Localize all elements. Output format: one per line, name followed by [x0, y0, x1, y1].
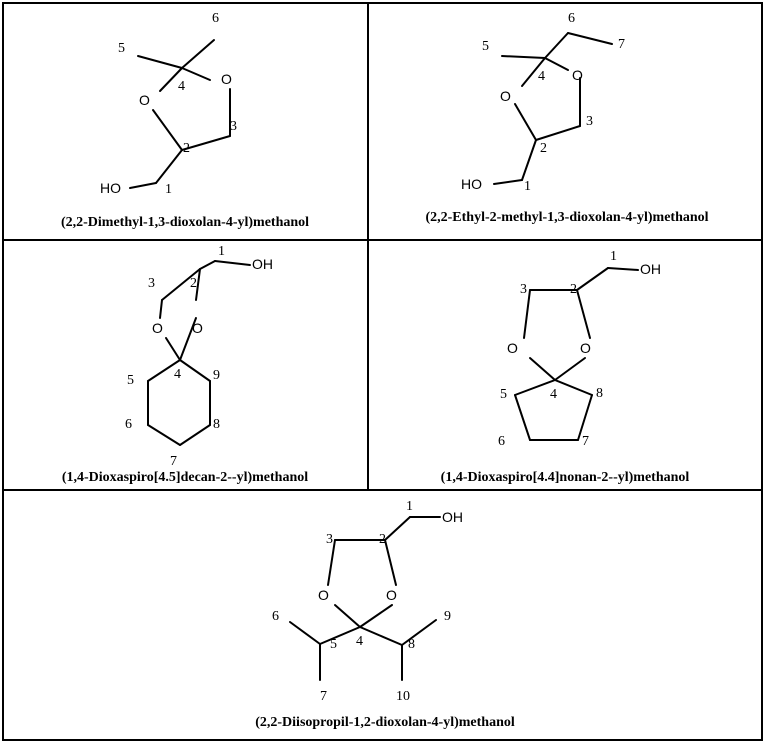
panel-1-bonds — [129, 39, 231, 189]
p3-atom-oh: OH — [252, 256, 273, 272]
p5-label-5: 5 — [330, 637, 337, 652]
p1-label-4: 4 — [178, 79, 185, 94]
p3-atom-o-right: O — [192, 320, 203, 336]
p5-label-3: 3 — [326, 532, 333, 547]
p4-atom-o-left: O — [507, 340, 518, 356]
p5-atom-oh: OH — [442, 509, 463, 525]
p1-atom-ho: HO — [100, 180, 121, 196]
p5-label-7: 7 — [320, 689, 327, 704]
p2-label-1: 1 — [524, 179, 531, 194]
panel-5-bonds — [289, 516, 441, 681]
p2-label-5: 5 — [482, 39, 489, 54]
p5-label-8: 8 — [408, 637, 415, 652]
p1-atom-o-left: O — [139, 92, 150, 108]
p3-caption: (1,4-Dioxaspiro[4.5]decan-2--yl)methanol — [62, 470, 308, 485]
panel-2: 6 7 5 4 3 2 1 O O HO (2,2-Ethyl-2-methyl… — [425, 11, 708, 225]
p3-label-4: 4 — [174, 367, 181, 382]
p2-atom-o-right: O — [572, 67, 583, 83]
p1-caption: (2,2-Dimethyl-1,3-dioxolan-4-yl)methanol — [61, 215, 309, 230]
panel-1: 6 5 4 3 2 1 O O HO (2,2-Dimethyl-1,3-dio… — [61, 11, 309, 230]
p5-atom-o-right: O — [386, 587, 397, 603]
p3-label-7: 7 — [170, 454, 177, 469]
panel-4-bonds — [514, 267, 639, 441]
p3-label-9: 9 — [213, 368, 220, 383]
p1-label-3: 3 — [230, 119, 237, 134]
p4-atom-oh: OH — [640, 261, 661, 277]
p3-label-1: 1 — [218, 244, 225, 259]
p5-atom-o-left: O — [318, 587, 329, 603]
p3-label-8: 8 — [213, 417, 220, 432]
panel-5: 1 3 2 6 5 4 8 9 7 10 OH O O (2,2-Diisopr… — [255, 499, 515, 730]
p5-caption: (2,2-Diisopropil-1,2-dioxolan-4-yl)metha… — [255, 715, 515, 730]
p1-label-1: 1 — [165, 182, 172, 197]
p1-label-5: 5 — [118, 41, 125, 56]
p2-label-6: 6 — [568, 11, 575, 26]
p5-label-2: 2 — [379, 532, 386, 547]
p2-label-4: 4 — [538, 69, 545, 84]
panel-3: 1 3 2 5 4 9 6 8 7 OH O O (1,4-Dioxaspiro… — [62, 244, 308, 485]
p5-label-9: 9 — [444, 609, 451, 624]
p2-caption: (2,2-Ethyl-2-methyl-1,3-dioxolan-4-yl)me… — [425, 210, 708, 225]
p3-label-3: 3 — [148, 276, 155, 291]
p5-label-1: 1 — [406, 499, 413, 514]
p4-label-3: 3 — [520, 282, 527, 297]
p5-label-6: 6 — [272, 609, 279, 624]
p2-label-3: 3 — [586, 114, 593, 129]
p4-label-8: 8 — [596, 386, 603, 401]
p3-label-5: 5 — [127, 373, 134, 388]
p2-atom-ho: HO — [461, 176, 482, 192]
p4-label-5: 5 — [500, 387, 507, 402]
p2-label-2: 2 — [540, 141, 547, 156]
p3-label-6: 6 — [125, 417, 132, 432]
panel-3-bonds — [147, 260, 251, 446]
panel-2-bonds — [493, 32, 613, 185]
p4-label-1: 1 — [610, 249, 617, 264]
p1-label-6: 6 — [212, 11, 219, 26]
p4-label-6: 6 — [498, 434, 505, 449]
p2-label-7: 7 — [618, 37, 625, 52]
p4-atom-o-right: O — [580, 340, 591, 356]
p1-atom-o-right: O — [221, 71, 232, 87]
p4-label-2: 2 — [570, 282, 577, 297]
p5-label-4: 4 — [356, 634, 363, 649]
p1-label-2: 2 — [183, 141, 190, 156]
p3-label-2: 2 — [190, 276, 197, 291]
p4-label-4: 4 — [550, 387, 557, 402]
p2-atom-o-left: O — [500, 88, 511, 104]
p4-label-7: 7 — [582, 434, 589, 449]
p5-label-10: 10 — [396, 689, 410, 704]
p4-caption: (1,4-Dioxaspiro[4.4]nonan-2--yl)methanol — [441, 470, 690, 485]
panel-4: 1 3 2 5 4 8 6 7 OH O O (1,4-Dioxaspiro[4… — [441, 249, 690, 485]
p3-atom-o-left: O — [152, 320, 163, 336]
